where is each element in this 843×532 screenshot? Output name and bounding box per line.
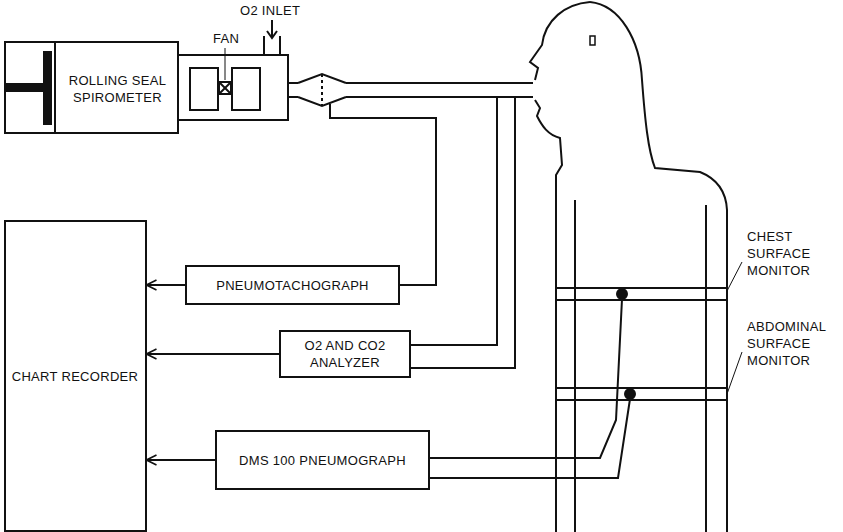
- signal-arrow: [147, 459, 216, 461]
- box-label: PNEUMOTACHOGRAPH: [216, 277, 369, 294]
- recorder-box: CHART RECORDER: [4, 220, 147, 532]
- sample-line: [405, 97, 497, 345]
- chest-band: [556, 287, 727, 289]
- part-label: O2 INLET: [238, 2, 302, 19]
- abdominal-band: [556, 399, 727, 401]
- fan-symbol: [219, 82, 231, 94]
- flow-screen: [321, 74, 323, 106]
- inlet-arrow: [267, 31, 277, 38]
- leader-line: [727, 262, 742, 291]
- fan-housing: [178, 55, 288, 120]
- leader-line: [225, 48, 226, 80]
- box-label: ROLLING SEAL SPIROMETER: [52, 72, 183, 106]
- signal-arrow: [147, 353, 280, 355]
- sensor-wire: [430, 299, 622, 458]
- box-label: O2 AND CO2 ANALYZER: [281, 337, 409, 371]
- inlet-pipe: [279, 36, 281, 55]
- breathing-tube: [346, 96, 533, 98]
- arm-line: [705, 205, 707, 532]
- part-label: FAN: [211, 30, 241, 47]
- person-back: [590, 2, 727, 532]
- leader-line: [727, 352, 742, 394]
- fan-duct: [190, 68, 218, 110]
- fan-symbol: [219, 82, 231, 94]
- piston-rod: [5, 84, 45, 91]
- box-label: CHART RECORDER: [12, 368, 139, 385]
- eye: [590, 36, 595, 45]
- breathing-tube: [288, 82, 298, 84]
- fan-symbol: [219, 82, 231, 94]
- callout-label: ABDOMINAL SURFACE MONITOR: [745, 318, 843, 369]
- person-profile: [530, 2, 590, 532]
- rolling-seal: [54, 42, 56, 133]
- sensor-dot: [625, 389, 635, 399]
- box-label: DMS 100 PNEUMOGRAPH: [239, 452, 406, 469]
- breathing-tube: [288, 96, 298, 98]
- sensor-dot: [617, 289, 627, 299]
- pneumograph-box: DMS 100 PNEUMOGRAPH: [215, 430, 430, 490]
- sensor-wire: [430, 399, 630, 478]
- spirometer-housing: [5, 42, 178, 133]
- instrument-box: PNEUMOTACHOGRAPH: [185, 265, 400, 305]
- sample-line: [405, 97, 515, 368]
- signal-arrow: [147, 284, 186, 286]
- callout-label: CHEST SURFACE MONITOR: [745, 228, 843, 279]
- analyzer-box: O2 AND CO2 ANALYZER: [279, 330, 411, 378]
- breathing-tube: [346, 82, 533, 84]
- abdominal-band: [556, 387, 727, 389]
- pressure-line: [330, 104, 436, 285]
- chest-band: [556, 299, 727, 301]
- inlet-pipe: [263, 36, 265, 55]
- fan-duct: [232, 68, 260, 110]
- spirometer-box: ROLLING SEAL SPIROMETER: [52, 60, 183, 118]
- arm-line: [574, 200, 576, 532]
